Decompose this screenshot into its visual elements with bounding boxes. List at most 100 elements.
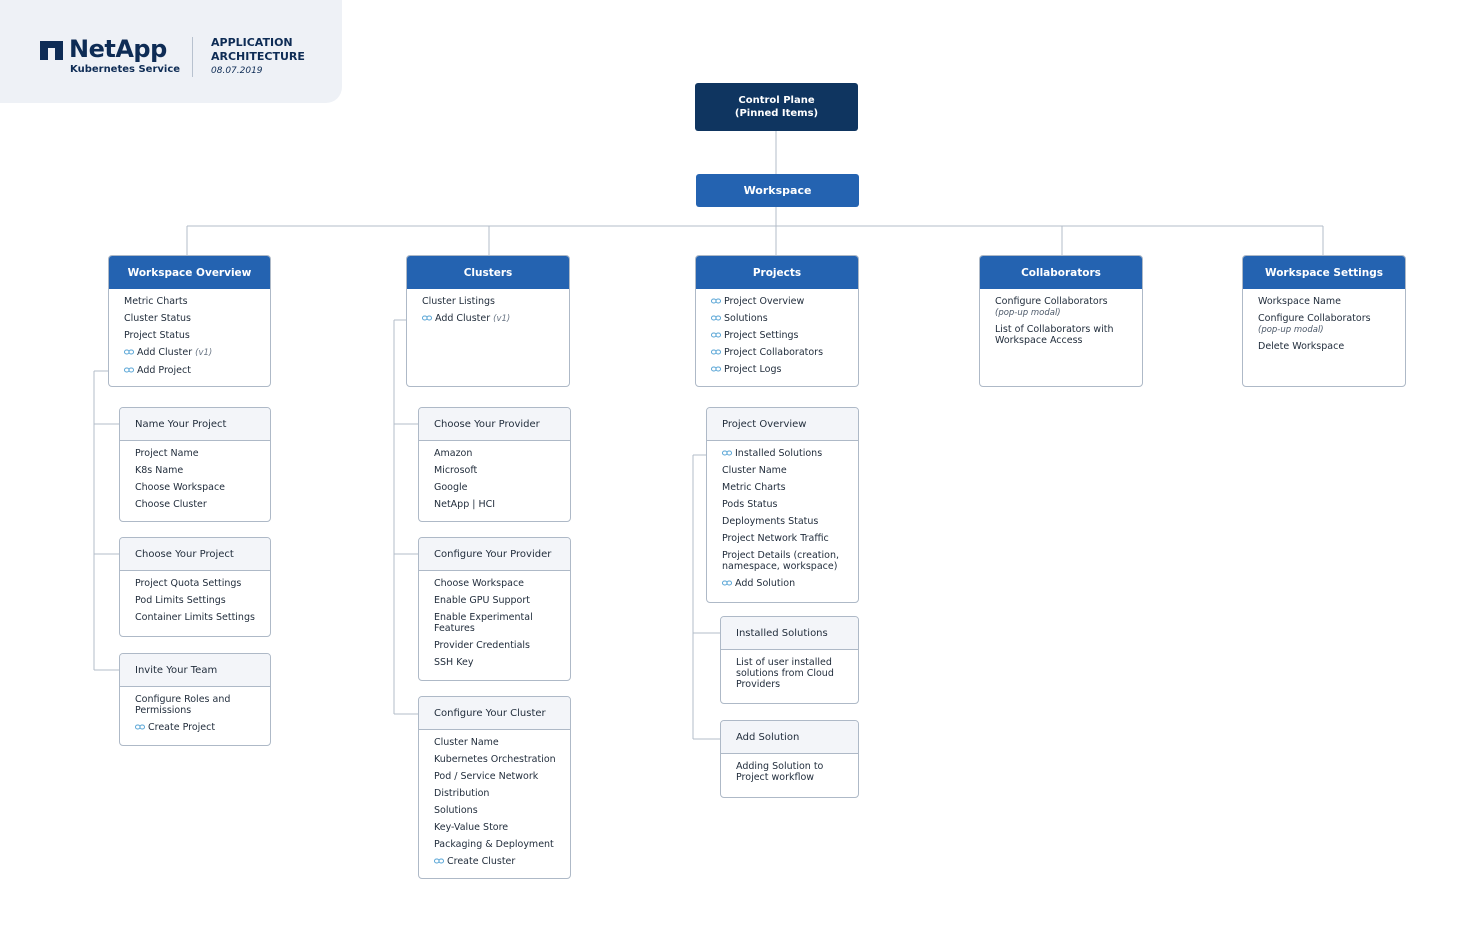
item-label: Enable GPU Support	[434, 595, 530, 606]
list-item: Cluster Name	[434, 737, 562, 748]
list-item: Kubernetes Orchestration	[434, 754, 562, 765]
item-label: Project Details (creation, namespace, wo…	[722, 550, 839, 572]
workspace-label: Workspace	[743, 184, 812, 197]
item-label: Cluster Listings	[422, 296, 495, 307]
item-label: Create Project	[148, 722, 216, 733]
item-label: Solutions	[724, 313, 768, 324]
list-item: Distribution	[434, 788, 562, 799]
list-item: Microsoft	[434, 465, 562, 476]
control-plane-sublabel: (Pinned Items)	[734, 108, 819, 119]
item-label: Installed Solutions	[735, 448, 823, 459]
card-title: Clusters	[407, 256, 569, 289]
item-label: List of Collaborators with Workspace Acc…	[995, 324, 1114, 346]
workspace-node: Workspace	[696, 174, 859, 207]
item-label: Cluster Name	[434, 737, 499, 748]
card-title: Name Your Project	[120, 408, 270, 441]
invite-your-team-card: Invite Your Team Configure Roles and Per…	[119, 653, 271, 746]
item-label: Pods Status	[722, 499, 778, 510]
item-label: Metric Charts	[722, 482, 786, 493]
brand-name: NetApp	[69, 35, 167, 63]
installed-solutions-card: Installed Solutions List of user install…	[720, 616, 859, 704]
item-label: Configure Roles and Permissions	[135, 694, 231, 716]
card-body: List of user installed solutions from Cl…	[721, 650, 858, 702]
link-item: Add Cluster (v1)	[124, 347, 262, 359]
card-title: Configure Your Cluster	[419, 697, 570, 730]
item-label: Delete Workspace	[1258, 341, 1345, 352]
list-item: Cluster Status	[124, 313, 262, 324]
list-item: Adding Solution to Project workflow	[736, 761, 850, 783]
item-label: List of user installed solutions from Cl…	[736, 657, 834, 690]
item-label: Packaging & Deployment	[434, 839, 554, 850]
list-item: NetApp | HCI	[434, 499, 562, 510]
list-item: K8s Name	[135, 465, 262, 476]
card-title: Configure Your Provider	[419, 538, 570, 571]
card-title: Collaborators	[980, 256, 1142, 289]
list-item: Configure Collaborators(pop-up modal)	[1258, 313, 1397, 335]
link-item: Project Overview	[711, 296, 850, 307]
item-label: Enable Experimental Features	[434, 612, 533, 634]
list-item: Choose Workspace	[434, 578, 562, 589]
list-item: Key-Value Store	[434, 822, 562, 833]
item-label: Add Cluster	[137, 347, 193, 358]
card-title: Workspace Settings	[1243, 256, 1405, 289]
item-label: Kubernetes Orchestration	[434, 754, 556, 765]
collaborators-card: Collaborators Configure Collaborators(po…	[979, 255, 1143, 387]
item-label: Project Status	[124, 330, 190, 341]
link-icon	[124, 349, 134, 354]
link-item: Project Settings	[711, 330, 850, 341]
list-item: Choose Cluster	[135, 499, 262, 510]
item-label: Choose Workspace	[434, 578, 525, 589]
card-title: Choose Your Project	[120, 538, 270, 571]
list-item: Enable Experimental Features	[434, 612, 562, 634]
list-item: Choose Workspace	[135, 482, 262, 493]
card-title: Projects	[696, 256, 858, 289]
list-item: Pod Limits Settings	[135, 595, 262, 606]
link-icon	[722, 450, 732, 455]
version-tag: (v1)	[493, 314, 511, 324]
netapp-logo-icon	[40, 41, 63, 60]
link-icon	[711, 315, 721, 320]
document-date: 08.07.2019	[211, 66, 263, 76]
choose-your-project-card: Choose Your Project Project Quota Settin…	[119, 537, 271, 637]
item-label: Project Settings	[724, 330, 799, 341]
item-label: Add Solution	[735, 578, 796, 589]
item-label: Key-Value Store	[434, 822, 509, 833]
list-item: Cluster Name	[722, 465, 850, 476]
item-label: Pod Limits Settings	[135, 595, 226, 606]
configure-your-provider-card: Configure Your Provider Choose Workspace…	[418, 537, 571, 681]
item-label: Distribution	[434, 788, 490, 799]
list-item: Google	[434, 482, 562, 493]
list-item: Deployments Status	[722, 516, 850, 527]
list-item: Project Status	[124, 330, 262, 341]
item-label: Choose Workspace	[135, 482, 226, 493]
item-label: Project Network Traffic	[722, 533, 829, 544]
link-item: Add Project	[124, 365, 262, 376]
list-item: Cluster Listings	[422, 296, 561, 307]
item-label: NetApp | HCI	[434, 499, 496, 510]
link-icon	[722, 580, 732, 585]
item-label: Microsoft	[434, 465, 478, 476]
item-label: Deployments Status	[722, 516, 819, 527]
control-plane-label: Control Plane	[738, 95, 815, 106]
link-icon	[135, 724, 145, 729]
link-icon	[434, 858, 444, 863]
link-icon	[711, 349, 721, 354]
item-label: Solutions	[434, 805, 478, 816]
list-item: Project Network Traffic	[722, 533, 850, 544]
link-item: Add Cluster (v1)	[422, 313, 561, 325]
list-item: Pod / Service Network	[434, 771, 562, 782]
list-item: Project Quota Settings	[135, 578, 262, 589]
link-item: Create Project	[135, 722, 262, 733]
link-item: Project Logs	[711, 364, 850, 375]
